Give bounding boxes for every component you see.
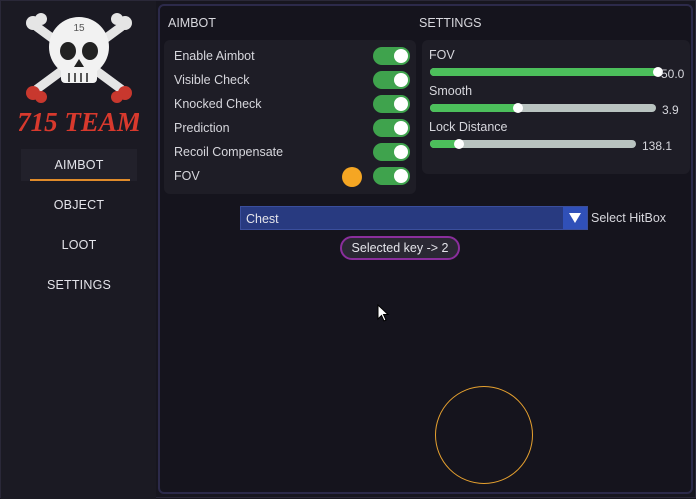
enable-aimbot-toggle[interactable] [373, 47, 410, 65]
fov-toggle[interactable] [373, 167, 410, 185]
toggle-label: FOV [174, 169, 200, 183]
slider-fill [430, 68, 658, 76]
toggle-knob [394, 73, 408, 87]
aimbot-section-title: AIMBOT [168, 16, 216, 30]
toggle-label: Knocked Check [174, 97, 262, 111]
nav-item-loot[interactable]: LOOT [21, 229, 137, 261]
slider-fill [430, 104, 518, 112]
settings-section-title: SETTINGS [419, 16, 482, 30]
main-panel: AIMBOT SETTINGS Enable Aimbot Visible Ch… [158, 4, 693, 494]
slider-value: 138.1 [642, 139, 673, 153]
toggle-knob [394, 121, 408, 135]
recoil-compensate-toggle[interactable] [373, 143, 410, 161]
slider-value: 50.0 [661, 67, 685, 81]
toggle-knob [394, 49, 408, 63]
toggle-row-recoil-compensate: Recoil Compensate [174, 141, 410, 163]
toggle-knob [394, 169, 408, 183]
nav-label-loot: LOOT [61, 238, 97, 252]
aimbot-toggles-panel: Enable Aimbot Visible Check Knocked Chec… [164, 40, 416, 194]
toggle-knob [394, 97, 408, 111]
hitbox-select-value: Chest [246, 212, 279, 226]
sidebar: 15 715 TEAM AIMBOT OBJECT LOOT SETTINGS [1, 1, 156, 499]
slider-label: Lock Distance [429, 120, 508, 134]
visible-check-toggle[interactable] [373, 71, 410, 89]
slider-thumb[interactable] [653, 67, 663, 77]
toggle-label: Recoil Compensate [174, 145, 284, 159]
fov-color-picker[interactable] [342, 167, 362, 187]
nav-item-aimbot[interactable]: AIMBOT [21, 149, 137, 181]
nav-label-settings: SETTINGS [46, 278, 112, 292]
slider-fill [430, 140, 459, 148]
fov-slider[interactable] [430, 67, 663, 77]
settings-sliders-panel: FOV 50.0 Smooth 3.9 Lock Distance 138.1 [422, 40, 690, 174]
svg-text:15: 15 [73, 23, 85, 34]
hitbox-select-caption: Select HitBox [591, 211, 667, 225]
toggle-row-enable-aimbot: Enable Aimbot [174, 45, 410, 67]
selected-key-button[interactable]: Selected key -> 2 [340, 236, 460, 260]
mouse-cursor-icon [377, 304, 390, 322]
prediction-toggle[interactable] [373, 119, 410, 137]
lock-distance-slider[interactable] [430, 139, 636, 149]
hitbox-select[interactable]: Chest [240, 206, 588, 230]
fov-circle-preview [435, 386, 533, 484]
selected-key-label: Selected key -> 2 [351, 241, 449, 255]
toggle-row-fov: FOV [174, 165, 410, 187]
toggle-label: Prediction [174, 121, 230, 135]
slider-label: FOV [429, 48, 455, 62]
skull-logo: 15 715 TEAM [19, 13, 139, 137]
slider-value: 3.9 [662, 103, 679, 117]
dropdown-arrow-icon[interactable] [563, 207, 587, 229]
slider-thumb[interactable] [454, 139, 464, 149]
svg-text:715 TEAM: 715 TEAM [19, 107, 139, 137]
smooth-slider[interactable] [430, 103, 656, 113]
knocked-check-toggle[interactable] [373, 95, 410, 113]
nav-item-settings[interactable]: SETTINGS [21, 269, 137, 301]
nav-label-aimbot: AIMBOT [54, 158, 104, 172]
slider-thumb[interactable] [513, 103, 523, 113]
toggle-row-prediction: Prediction [174, 117, 410, 139]
nav-label-object: OBJECT [53, 198, 105, 212]
toggle-label: Visible Check [174, 73, 250, 87]
toggle-row-visible-check: Visible Check [174, 69, 410, 91]
toggle-row-knocked-check: Knocked Check [174, 93, 410, 115]
nav-item-object[interactable]: OBJECT [21, 189, 137, 221]
slider-label: Smooth [429, 84, 473, 98]
toggle-knob [394, 145, 408, 159]
toggle-label: Enable Aimbot [174, 49, 255, 63]
